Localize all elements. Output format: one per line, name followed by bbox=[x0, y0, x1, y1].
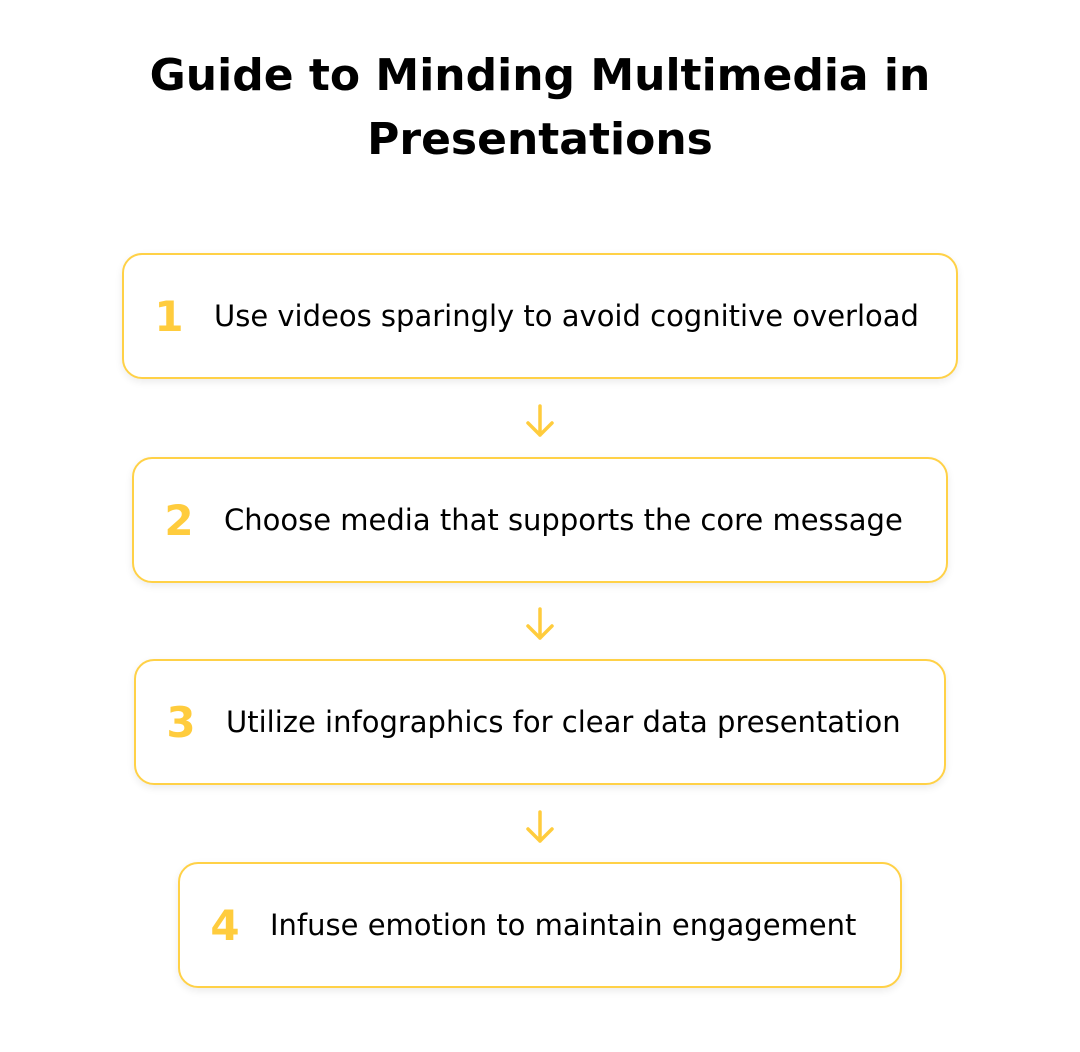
step-2: 2 Choose media that supports the core me… bbox=[132, 457, 948, 583]
page-title: Guide to Minding Multimedia in Presentat… bbox=[149, 50, 931, 165]
step-number: 1 bbox=[154, 291, 184, 341]
step-label: Utilize infographics for clear data pres… bbox=[226, 705, 901, 739]
step-number: 3 bbox=[166, 697, 196, 747]
arrow-down-icon bbox=[526, 810, 554, 843]
step-1: 1 Use videos sparingly to avoid cognitiv… bbox=[122, 253, 958, 379]
step-number: 4 bbox=[210, 900, 240, 950]
step-label: Infuse emotion to maintain engagement bbox=[270, 908, 857, 942]
arrow-down-icon bbox=[526, 404, 554, 437]
step-3: 3 Utilize infographics for clear data pr… bbox=[134, 659, 946, 785]
arrow-down-icon bbox=[526, 607, 554, 640]
step-4: 4 Infuse emotion to maintain engagement bbox=[178, 862, 902, 988]
step-label: Use videos sparingly to avoid cognitive … bbox=[214, 299, 919, 333]
step-number: 2 bbox=[164, 495, 194, 545]
step-label: Choose media that supports the core mess… bbox=[224, 503, 903, 537]
